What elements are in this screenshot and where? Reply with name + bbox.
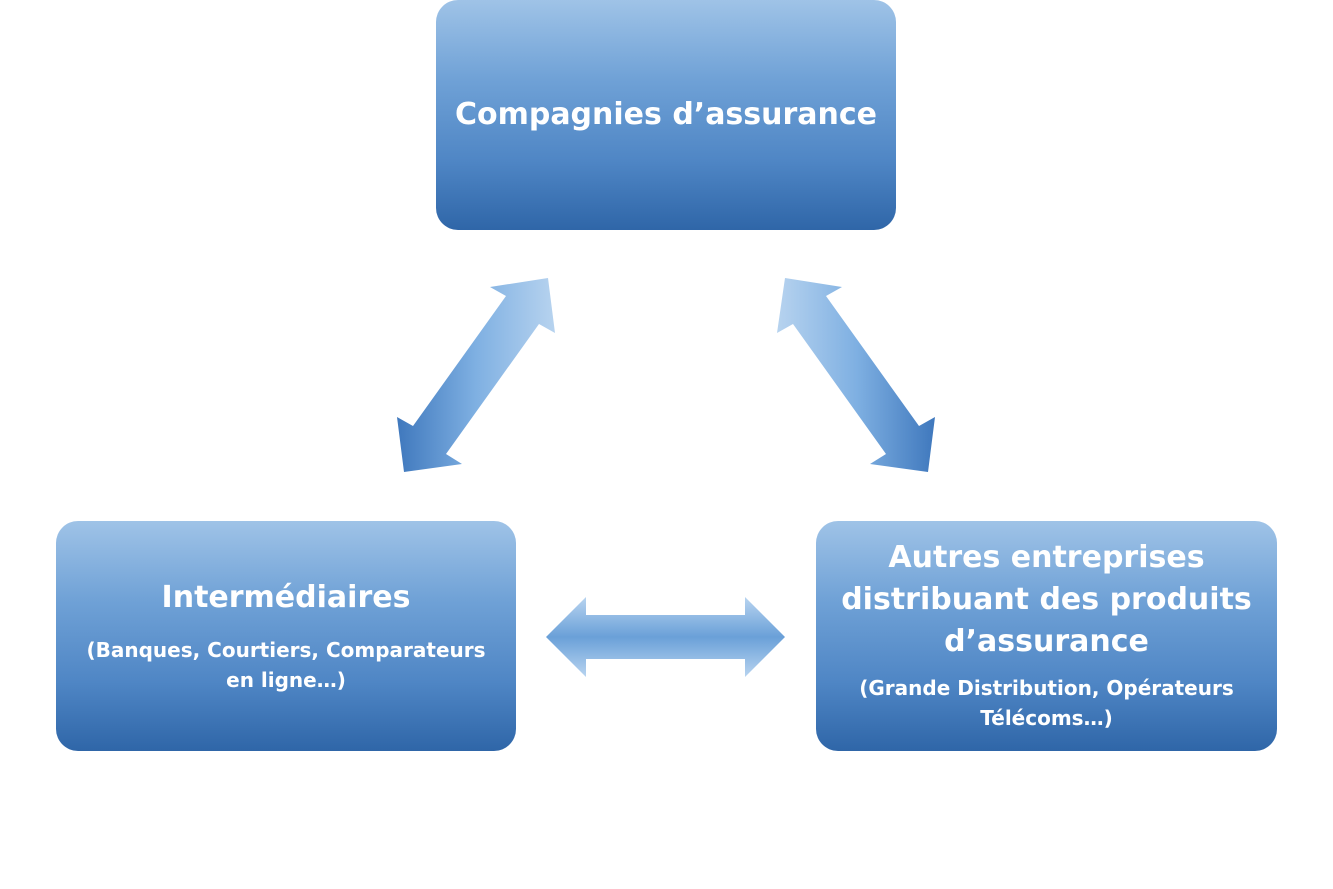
node-subtitle: (Grande Distribution, Opérateurs Télécom… [859, 676, 1234, 730]
double-arrow-horizontal [546, 597, 785, 677]
double-arrow-top-right [777, 278, 935, 472]
node-subtitle: (Banques, Courtiers, Comparateurs en lig… [86, 638, 486, 692]
node-title: Autres entreprises distribuant des produ… [841, 540, 1252, 659]
node-title: Intermédiaires [161, 580, 411, 615]
node-title: Compagnies d’assurance [454, 97, 878, 132]
node-other-distributors: Autres entreprises distribuant des produ… [816, 521, 1277, 751]
node-insurance-companies: Compagnies d’assurance [436, 0, 896, 230]
node-intermediaries: Intermédiaires (Banques, Courtiers, Comp… [56, 521, 516, 751]
double-arrow-top-left [397, 278, 555, 472]
